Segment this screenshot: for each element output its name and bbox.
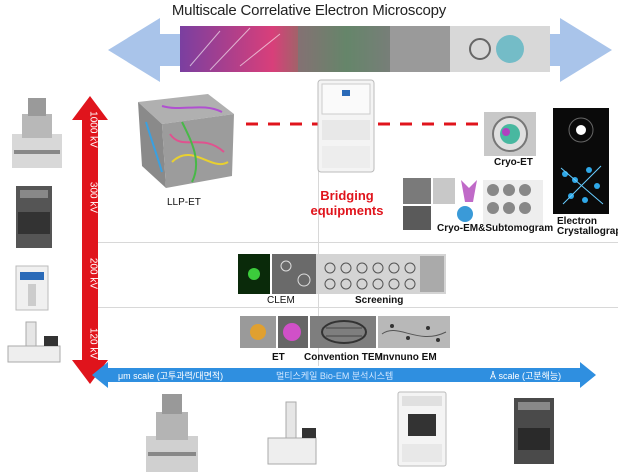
kv-120: 120 kV	[87, 327, 99, 360]
connection-dashed-line	[246, 122, 536, 126]
immuno-em-image	[378, 316, 450, 348]
label-cryo-em: Cryo-EM&Subtomogram	[437, 223, 554, 234]
scale-arrow	[92, 362, 596, 388]
bottom-microscope-3	[397, 391, 447, 467]
bottom-microscope-1	[146, 394, 198, 472]
scale-left-label: μm scale (고투과력/대면적)	[118, 371, 224, 381]
scale-right-label: Å scale (고분해능)	[490, 371, 562, 381]
llp-et-volume	[138, 94, 234, 188]
conventional-tem-image	[310, 316, 376, 348]
electron-crystallography-image	[553, 108, 609, 214]
label-bridging: Bridging equipments	[310, 188, 384, 218]
bridging-equipment	[317, 79, 375, 173]
label-et: ET	[272, 352, 285, 363]
et-image	[240, 316, 308, 348]
cryo-et-image	[484, 112, 536, 156]
kv-300: 300 kV	[87, 181, 99, 214]
label-conventional-tem: Convention TEM	[304, 352, 383, 363]
label-cryo-et: Cryo-ET	[494, 157, 533, 168]
microscope-120kv	[7, 321, 61, 363]
kv-200: 200 kV	[87, 257, 99, 290]
kv-1000: 1000 kV	[87, 111, 99, 148]
scale-middle-label: 멀티스케일 Bio-EM 분석시스템	[276, 371, 394, 381]
microscope-200kv	[15, 265, 49, 311]
microscopy-image-strip	[180, 26, 550, 72]
label-llp-et: LLP-ET	[167, 197, 201, 208]
screening-image	[316, 254, 446, 294]
kv-arrow	[72, 96, 108, 384]
cryo-em-image-grid	[403, 178, 543, 230]
grid-line	[96, 242, 618, 243]
label-clem: CLEM	[267, 295, 295, 306]
label-screening: Screening	[355, 295, 404, 306]
clem-image	[238, 254, 318, 294]
microscope-1000kv	[12, 98, 62, 168]
bottom-microscope-2	[267, 401, 317, 465]
microscope-300kv	[16, 186, 52, 248]
label-immuno-em: Invnuno EM	[380, 352, 437, 363]
grid-line	[96, 307, 618, 308]
bottom-microscope-4	[514, 398, 554, 464]
grid-line	[318, 90, 319, 366]
page-title: Multiscale Correlative Electron Microsco…	[171, 2, 447, 19]
label-electron-crystallography: Electron Crystallography	[557, 216, 618, 237]
